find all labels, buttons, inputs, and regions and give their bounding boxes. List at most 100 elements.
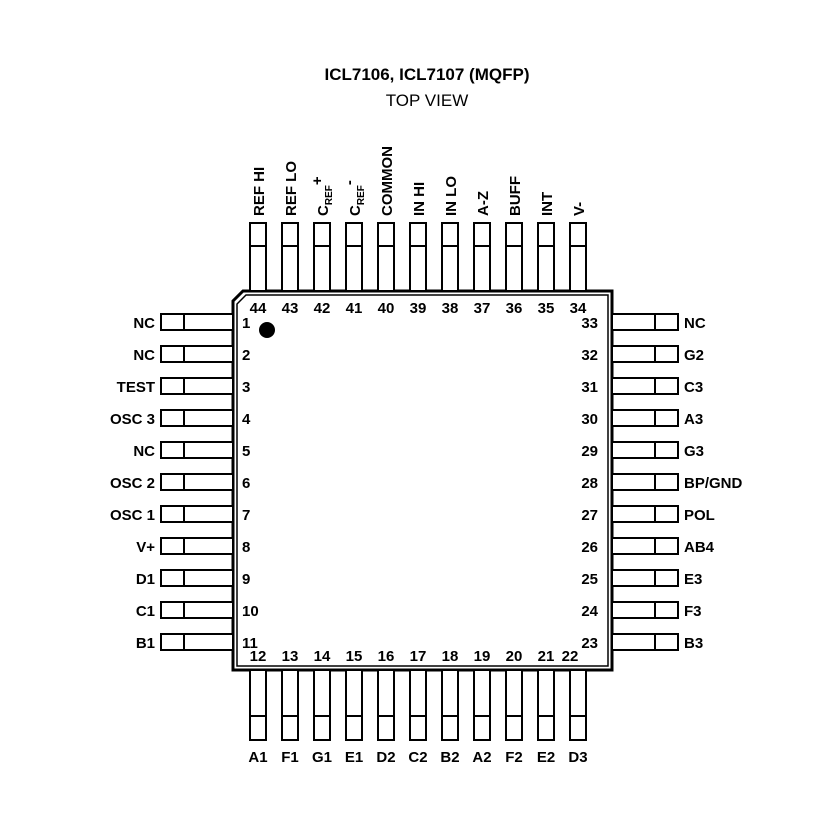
pin-label: A3 bbox=[684, 411, 703, 428]
pin-lead bbox=[249, 222, 267, 292]
pin-label: OSC 1 bbox=[110, 507, 155, 524]
pin-lead bbox=[611, 505, 679, 523]
pin-number: 18 bbox=[442, 648, 459, 665]
pin-number: 13 bbox=[282, 648, 299, 665]
pin-number: 37 bbox=[474, 300, 491, 317]
pin-label: BP/GND bbox=[684, 475, 743, 492]
pin-number: 11 bbox=[242, 635, 258, 652]
pin-lead bbox=[160, 441, 234, 459]
pin-number: 12 bbox=[250, 648, 267, 665]
pin-number: 1 bbox=[242, 315, 250, 332]
pin-label-main: C bbox=[315, 205, 332, 216]
pin-lead bbox=[611, 313, 679, 331]
pin-lead bbox=[160, 345, 234, 363]
pin-lead bbox=[377, 222, 395, 292]
pin-number: 41 bbox=[346, 300, 363, 317]
pin-lead bbox=[249, 669, 267, 741]
pin-34: 34V- bbox=[569, 202, 588, 317]
pin-number: 21 bbox=[538, 648, 555, 665]
pin-lead bbox=[345, 669, 363, 741]
pin-number: 27 bbox=[581, 507, 598, 524]
pin-number: 32 bbox=[581, 347, 598, 364]
pin-number: 19 bbox=[474, 648, 491, 665]
pin-lead bbox=[377, 669, 395, 741]
pin-11: B1 11 bbox=[136, 633, 258, 652]
pin-41: 41 CREF- bbox=[341, 180, 367, 317]
pin-label: REF HI bbox=[251, 167, 268, 216]
pin-label: E1 bbox=[345, 749, 363, 766]
pin-number: 3 bbox=[242, 379, 250, 396]
pin-lead bbox=[611, 633, 679, 651]
pin-number: 14 bbox=[314, 648, 331, 665]
pin-number: 5 bbox=[242, 443, 250, 460]
pin-number: 9 bbox=[242, 571, 250, 588]
pin-label: G1 bbox=[312, 749, 332, 766]
pin-lead bbox=[281, 222, 299, 292]
pin-lead bbox=[160, 569, 234, 587]
pin-number: 42 bbox=[314, 300, 331, 317]
pin-lead bbox=[160, 633, 234, 651]
pin-8: V+8 bbox=[136, 537, 250, 556]
pin-label: OSC 3 bbox=[110, 411, 155, 428]
pin-label-sup: - bbox=[341, 180, 358, 185]
pin-lead bbox=[160, 409, 234, 427]
pin-label: V- bbox=[571, 202, 588, 216]
pin-label: G3 bbox=[684, 443, 704, 460]
pin-30: A3 30 bbox=[581, 409, 703, 428]
pin-lead bbox=[537, 222, 555, 292]
chip-body bbox=[231, 289, 614, 672]
pin-number: 4 bbox=[242, 411, 251, 428]
pin-lead bbox=[537, 669, 555, 741]
pin-label: COMMON bbox=[379, 146, 396, 216]
pin-lead bbox=[569, 222, 587, 292]
pin-label: D2 bbox=[376, 749, 395, 766]
pin-label: A-Z bbox=[475, 191, 492, 216]
pin-number: 8 bbox=[242, 539, 250, 556]
pin-label: NC bbox=[133, 443, 155, 460]
pin-lead bbox=[345, 222, 363, 292]
pin-lead bbox=[160, 377, 234, 395]
pin-label: NC bbox=[133, 347, 155, 364]
pin-label: BUFF bbox=[507, 176, 524, 216]
pin-lead bbox=[281, 669, 299, 741]
pin-label-sub: REF bbox=[356, 185, 367, 205]
pin-number: 30 bbox=[581, 411, 598, 428]
pin-label: INT bbox=[539, 192, 556, 216]
pin-lead bbox=[441, 222, 459, 292]
pin-number: 44 bbox=[250, 300, 267, 317]
pin-label: B1 bbox=[136, 635, 155, 652]
pin-label: OSC 2 bbox=[110, 475, 155, 492]
pin-lead bbox=[505, 669, 523, 741]
pin-label-main: C bbox=[347, 205, 364, 216]
pin-number: 40 bbox=[378, 300, 395, 317]
pin-lead bbox=[473, 669, 491, 741]
pin-label: TEST bbox=[117, 379, 155, 396]
pin-number: 24 bbox=[581, 603, 598, 620]
pin-label: C3 bbox=[684, 379, 703, 396]
pin-37: 37 A-Z bbox=[473, 191, 492, 317]
pin-lead bbox=[409, 669, 427, 741]
pin-label-sup: + bbox=[309, 176, 326, 185]
